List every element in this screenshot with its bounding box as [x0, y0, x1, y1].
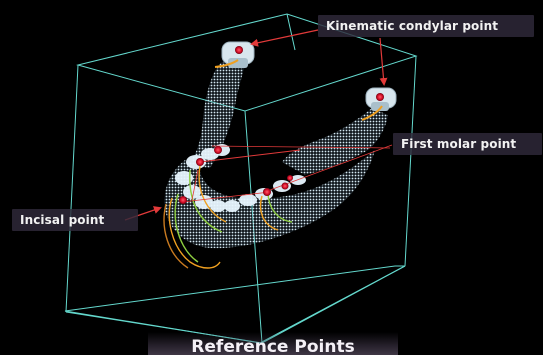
- box-edge: [287, 14, 295, 50]
- reference-point-marker: [376, 93, 384, 101]
- reference-point-marker: [282, 183, 289, 190]
- label-kinematic-condylar-point: Kinematic condylar point: [318, 15, 534, 37]
- reference-point-marker: [235, 46, 243, 54]
- box-edge: [66, 65, 78, 312]
- label-incisal-point: Incisal point: [12, 209, 138, 231]
- right-ramus: [282, 108, 388, 175]
- reference-point-marker: [214, 146, 222, 154]
- reference-point-marker: [287, 175, 293, 181]
- reference-point-marker: [196, 158, 204, 166]
- box-edge: [405, 56, 416, 266]
- reference-point-marker: [179, 196, 187, 204]
- reference-point-marker: [263, 188, 271, 196]
- label-first-molar-point: First molar point: [393, 133, 542, 155]
- pointer-arrow: [252, 30, 318, 44]
- caption-reference-points: Reference Points: [148, 332, 398, 355]
